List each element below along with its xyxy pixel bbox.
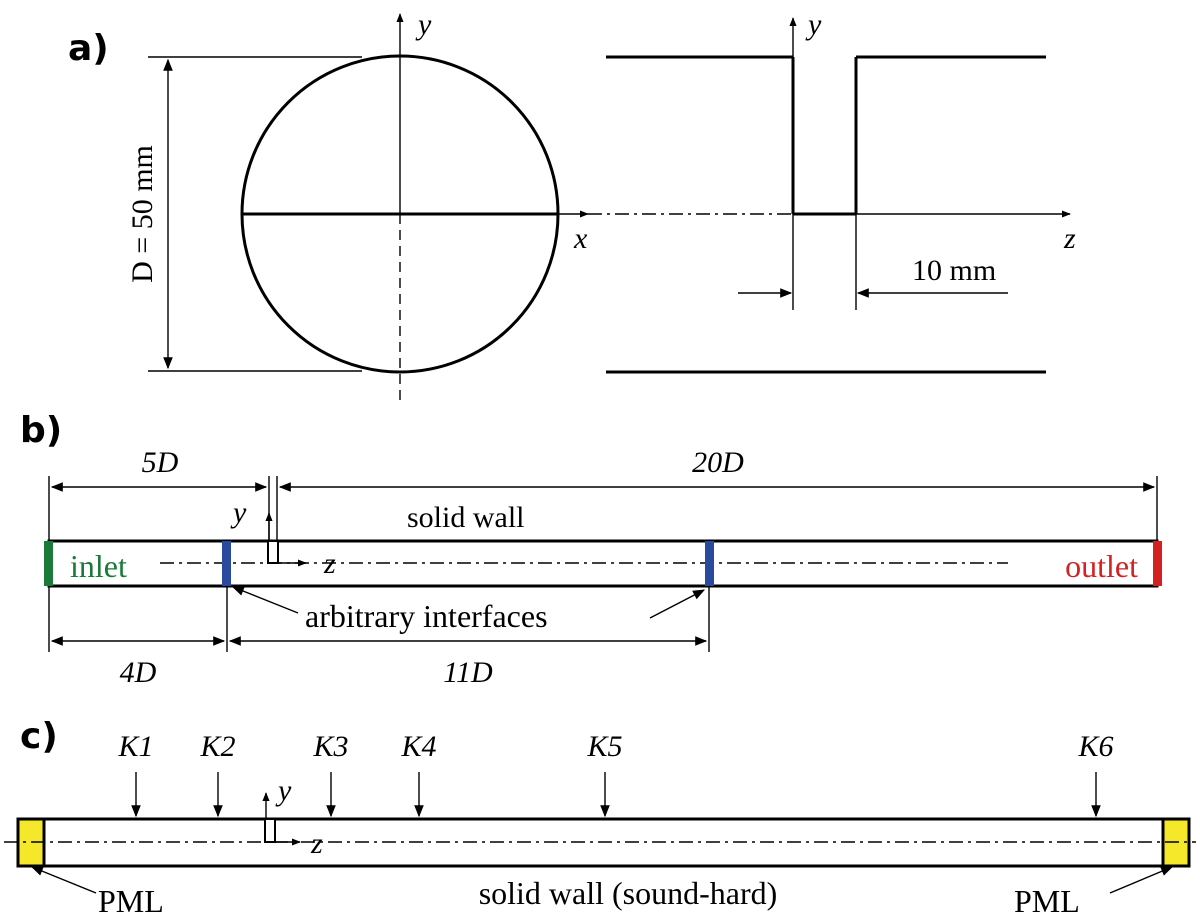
interface-boundary-2 xyxy=(705,541,714,586)
probe-K6-label: K6 xyxy=(1077,730,1113,763)
inlet-boundary xyxy=(44,541,53,586)
panel-c-label: c) xyxy=(20,716,58,757)
probe-K1-label: K1 xyxy=(117,730,153,763)
panel-b-label: b) xyxy=(20,410,62,451)
pml-label-right: PML xyxy=(1014,883,1080,919)
outlet-boundary xyxy=(1153,541,1162,586)
axis-label-y-right: y xyxy=(805,8,822,41)
slit-plate-c xyxy=(264,818,276,843)
probe-K4-label: K4 xyxy=(400,730,436,763)
panel-b: b) 5D 20D y z solid wall inlet outlet ar… xyxy=(20,410,1162,689)
panel-a-label: a) xyxy=(68,28,109,69)
probe-K2-label: K2 xyxy=(199,730,235,763)
axis-label-x: x xyxy=(573,222,588,255)
dim-20D-label: 20D xyxy=(692,446,744,479)
interface-pointer-2 xyxy=(649,589,706,619)
interface-pointer-1 xyxy=(231,586,299,614)
probe-K5-label: K5 xyxy=(586,730,622,763)
dim-4D-label: 4D xyxy=(120,656,157,689)
inlet-label: inlet xyxy=(70,548,127,584)
pml-label-left: PML xyxy=(98,883,164,919)
axis-label-z-b: z xyxy=(323,547,336,580)
dim-11D-label: 11D xyxy=(443,656,493,689)
outlet-label: outlet xyxy=(1065,548,1138,584)
axis-label-y-b: y xyxy=(230,496,247,529)
solid-wall-sound-hard-label: solid wall (sound-hard) xyxy=(479,875,778,911)
pml-pointer-right xyxy=(1109,866,1174,894)
axis-label-y-c: y xyxy=(275,774,292,807)
panel-a: a) y x D = 50 mm y z 10 mm xyxy=(68,8,1076,405)
interface-boundary-1 xyxy=(222,541,231,586)
panel-c: c) K1 K2 K3 K4 K5 K6 y z PML PML solid w… xyxy=(4,716,1196,919)
slit-plate xyxy=(267,540,279,564)
dim-5D-label: 5D xyxy=(142,446,179,479)
slit-width-label: 10 mm xyxy=(912,254,996,287)
interfaces-label: arbitrary interfaces xyxy=(305,598,548,634)
probe-K3-label: K3 xyxy=(312,730,348,763)
axis-label-z: z xyxy=(1063,222,1076,255)
axis-label-y-left: y xyxy=(415,8,432,41)
axis-label-z-c: z xyxy=(310,827,323,860)
solid-wall-label: solid wall xyxy=(407,501,525,534)
pml-pointer-left xyxy=(30,866,97,894)
diameter-label: D = 50 mm xyxy=(126,145,159,283)
